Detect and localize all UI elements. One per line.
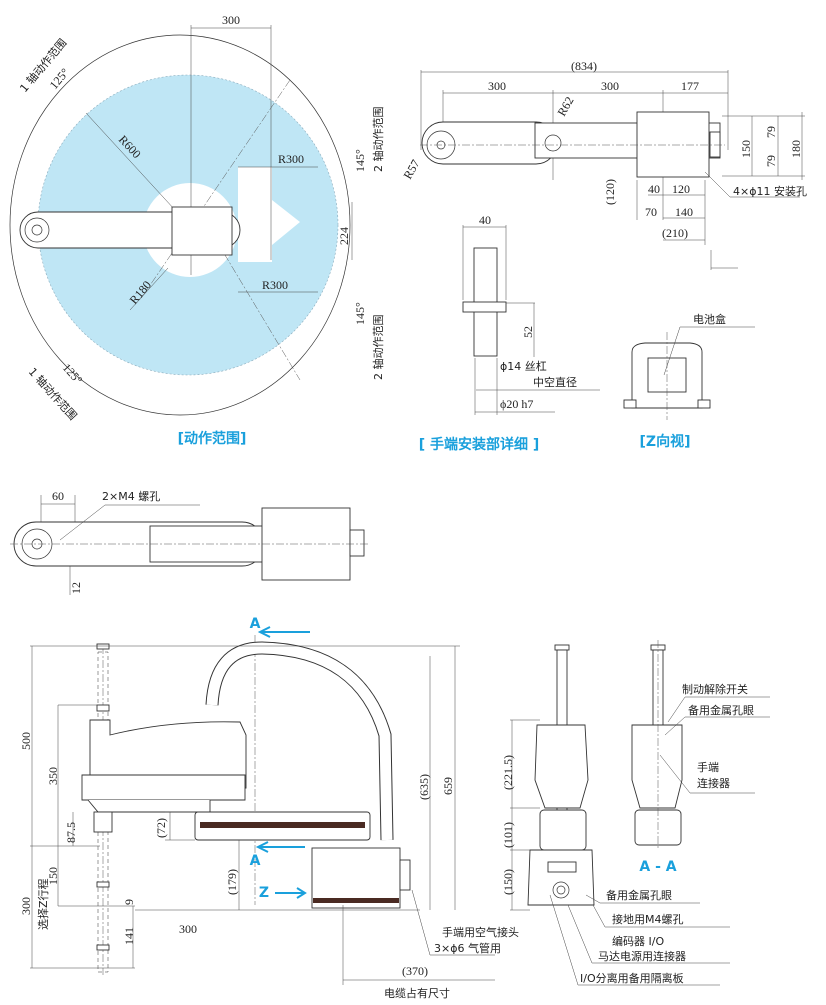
dim-177: 177 (681, 79, 699, 93)
axis2-label-bottom: 2 轴动作范围 (371, 315, 385, 381)
dim-101: (101) (501, 822, 515, 848)
side-view: A A Z (19, 616, 519, 1000)
dim-300-horizontal: 300 (179, 922, 197, 936)
air-tube-label: 3×ϕ6 气管用 (434, 941, 501, 955)
arm-top-view: 60 2×M4 螺孔 12 (10, 489, 370, 595)
front-base (527, 849, 595, 906)
section-aa-body (631, 724, 683, 809)
brake-release-switch-label: 制动解除开关 (682, 682, 748, 696)
screw-label: ϕ14 丝杠 (500, 360, 547, 373)
dim-300a: 300 (488, 79, 506, 93)
robot-base-body (89, 719, 247, 789)
spare-eyelet-label-top: 备用金属孔眼 (688, 703, 754, 717)
shaft-label: ϕ20 h7 (500, 397, 533, 411)
axis2-angle-top: 145° (353, 149, 367, 172)
dim-120: 120 (672, 182, 690, 196)
dim-150: 150 (46, 867, 60, 885)
dim-r57: R57 (400, 157, 422, 181)
front-arm (534, 724, 589, 809)
dim-r62: R62 (554, 94, 576, 118)
dim-150: (150) (501, 869, 515, 895)
dim-70: 70 (645, 205, 657, 219)
motion-range-title: [动作范围] (178, 430, 247, 447)
dim-221-5: (221.5) (501, 755, 515, 790)
battery-label: 电池盒 (693, 312, 726, 326)
axis1-angle-top: 125° (47, 65, 73, 92)
dim-60: 60 (52, 489, 64, 503)
dim-9: 9 (122, 899, 136, 905)
top-view: (834) 300 300 177 R62 R57 79 79 150 180 … (400, 59, 807, 270)
shaft-collar (462, 301, 507, 313)
spare-eyelet-label-bottom: 备用金属孔眼 (606, 888, 672, 902)
dim-300: 300 (222, 13, 240, 27)
dim-150: 150 (739, 140, 753, 158)
dim-500: 500 (19, 732, 33, 750)
dim-r300-bottom: R300 (262, 278, 288, 292)
dim-120-ref: (120) (603, 179, 617, 205)
section-mark-a-bottom: A (250, 853, 261, 869)
hand-detail-title: [ 手端安装部详细 ] (419, 436, 540, 453)
dim-72: (72) (154, 818, 168, 838)
m4-holes-label: 2×M4 螺孔 (102, 490, 160, 503)
dim-635: (635) (417, 774, 431, 800)
dim-12: 12 (69, 582, 83, 594)
z-stroke-label: 选择Z行程 (36, 878, 50, 930)
top-base (636, 111, 710, 178)
mounting-holes-label: 4×ϕ11 安装孔 (733, 184, 807, 198)
z-mark: Z (259, 885, 269, 901)
section-mark-a-top: A (250, 616, 261, 632)
axis1-angle-bottom: 125° (60, 361, 86, 387)
dim-140: 140 (675, 205, 693, 219)
axis2-label-top: 2 轴动作范围 (371, 107, 385, 173)
front-view: (221.5) (101) (150) A - A 制动解除开关 备用金属孔眼 … (501, 640, 770, 986)
dim-179: (179) (225, 869, 239, 895)
envelope-notch (238, 167, 300, 262)
section-arrow-bottom (255, 841, 305, 853)
hand-detail-view: 40 52 ϕ14 丝杠 中空直径 ϕ20 h7 [ 手端安装部详细 ] (419, 213, 600, 453)
cable-space-label: 电缆占有尺寸 (384, 986, 450, 1000)
hollow-label: 中空直径 (533, 375, 577, 389)
motion-range-view: 300 R600 R300 R300 R180 224 1 轴动作范围 125°… (9, 13, 385, 447)
dim-141: 141 (122, 927, 136, 945)
dim-40: 40 (648, 182, 660, 196)
dim-370: (370) (402, 964, 428, 978)
z-arrow (275, 887, 307, 899)
dim-r300-top: R300 (278, 152, 304, 166)
z-view-title: [Z向视] (640, 433, 691, 450)
dim-180: 180 (789, 140, 803, 158)
dim-79b: 79 (764, 155, 778, 167)
section-aa-title: A - A (639, 859, 676, 875)
hand-connector-label-2: 连接器 (697, 777, 730, 790)
dim-300-vertical: 300 (19, 897, 33, 915)
encoder-io-label: 编码器 I/O (612, 934, 664, 948)
section-arrow-top (257, 626, 310, 638)
dim-87-5: 87.5 (64, 822, 78, 843)
dim-834: (834) (571, 59, 597, 73)
axis1-outer-arc (9, 34, 351, 416)
z-direction-view: 电池盒 [Z向视] (623, 312, 755, 450)
hand-connector-label-1: 手端 (697, 760, 719, 774)
dim-52: 52 (521, 326, 535, 338)
dim-300b: 300 (601, 79, 619, 93)
axis2-angle-bottom: 145° (353, 302, 367, 325)
io-separation-plate-label: I/O分离用备用隔离板 (580, 971, 684, 985)
motor-power-connector-label: 马达电源用连接器 (598, 949, 686, 963)
air-joint-label: 手端用空气接头 (442, 925, 519, 939)
dim-210: (210) (662, 226, 688, 240)
dim-350: 350 (46, 767, 60, 785)
dim-659: 659 (441, 777, 455, 795)
dim-224: 224 (337, 227, 351, 245)
ground-hole-label: 接地用M4螺孔 (612, 913, 684, 926)
dim-40: 40 (479, 213, 491, 227)
dim-79a: 79 (764, 126, 778, 138)
